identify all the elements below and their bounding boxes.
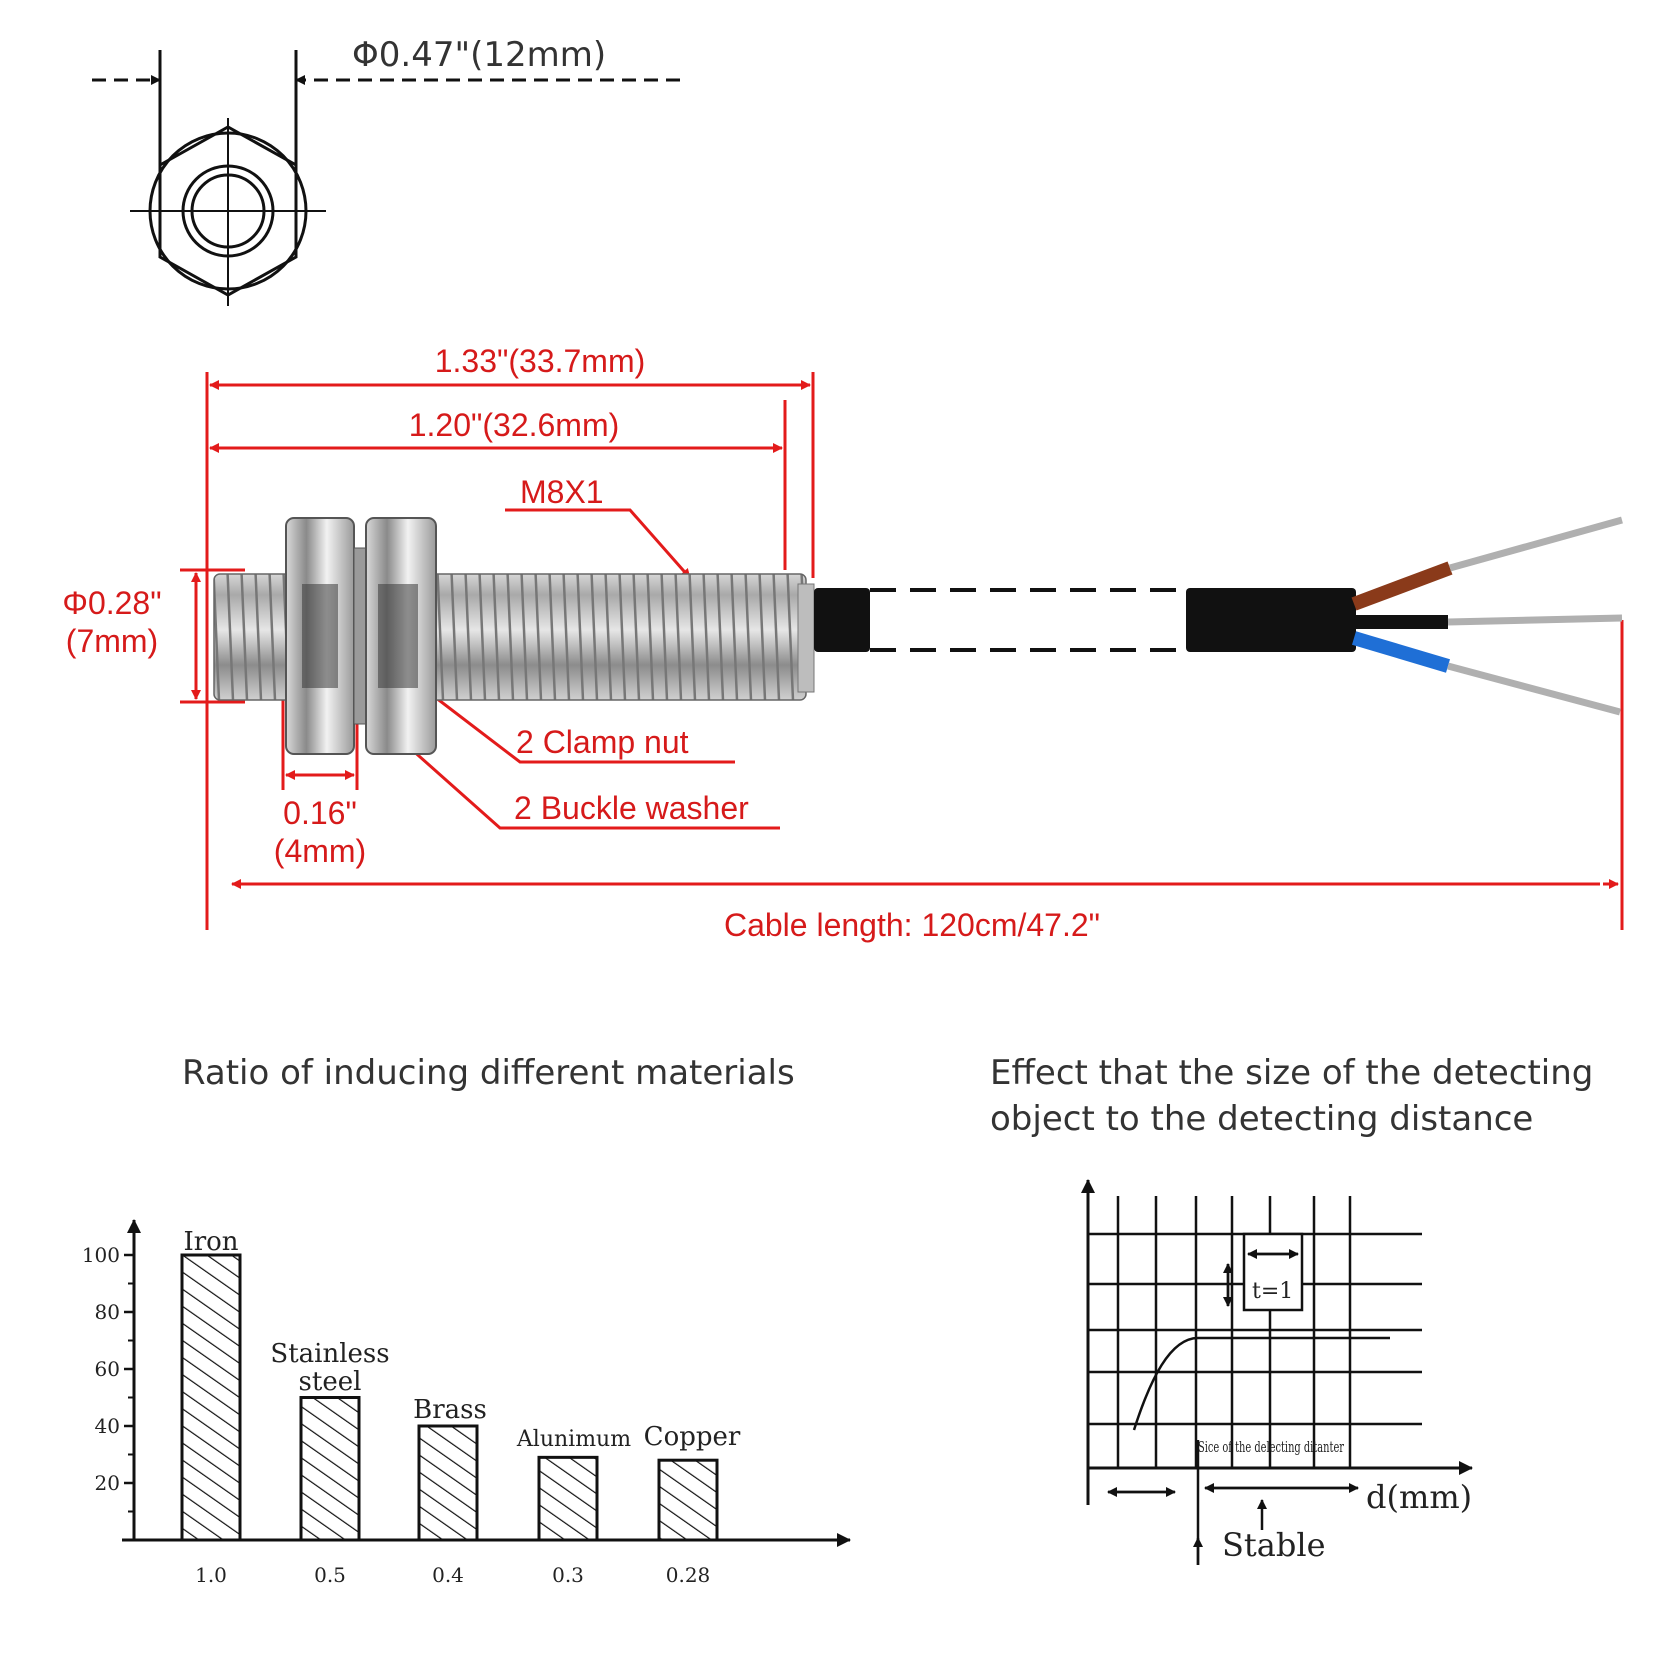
box-t-label: t=1 bbox=[1252, 1279, 1293, 1304]
graph2-title-line1: Effect that the size of the detecting bbox=[990, 1053, 1593, 1093]
dimension-lines bbox=[180, 372, 1624, 930]
chart-title: Ratio of inducing different materials bbox=[182, 1053, 795, 1093]
y-tick-label: 100 bbox=[82, 1243, 120, 1267]
y-tick-label: 80 bbox=[95, 1300, 120, 1324]
clamp-nut-label: 2 Clamp nut bbox=[516, 724, 689, 760]
bar bbox=[417, 1424, 479, 1542]
bar-category-label: Brass bbox=[413, 1395, 487, 1425]
detection-graph bbox=[1081, 1179, 1473, 1565]
thread-spec-label: M8X1 bbox=[520, 474, 604, 510]
y-tick-label: 20 bbox=[95, 1471, 120, 1495]
nut-thickness-mm-label: (4mm) bbox=[274, 833, 366, 869]
bar-category-label: Copper bbox=[644, 1422, 741, 1452]
x-tick-label: 1.0 bbox=[195, 1563, 227, 1587]
x-axis-label: d(mm) bbox=[1366, 1478, 1472, 1516]
bar-category-label: Iron bbox=[183, 1227, 238, 1257]
head-diameter-label: Φ0.47"(12mm) bbox=[352, 35, 606, 75]
overall-length-label: 1.33"(33.7mm) bbox=[435, 343, 646, 379]
y-tick-label: 60 bbox=[95, 1357, 120, 1381]
body-diameter-mm-label: (7mm) bbox=[66, 623, 158, 659]
x-tick-label: 0.3 bbox=[552, 1563, 584, 1587]
bar-category-label: Stainless bbox=[270, 1339, 389, 1369]
brown-wire bbox=[1351, 561, 1453, 611]
bar-category-label: steel bbox=[299, 1367, 362, 1397]
x-tick-label: 0.4 bbox=[432, 1563, 464, 1587]
buckle-washer bbox=[353, 547, 367, 725]
bar bbox=[299, 1396, 361, 1542]
graph2-title-line2: object to the detecting distance bbox=[990, 1099, 1533, 1139]
bar bbox=[657, 1458, 719, 1542]
thread-length-label: 1.20"(32.6mm) bbox=[409, 407, 620, 443]
y-tick-label: 40 bbox=[95, 1414, 120, 1438]
bar bbox=[180, 1253, 242, 1542]
cable bbox=[814, 516, 1623, 716]
bar bbox=[537, 1455, 599, 1542]
top-view bbox=[92, 50, 680, 306]
nut-thickness-in-label: 0.16" bbox=[283, 795, 357, 831]
cable-length-label: Cable length: 120cm/47.2" bbox=[724, 907, 1100, 943]
buckle-washer-label: 2 Buckle washer bbox=[514, 790, 749, 826]
body-diameter-in-label: Φ0.28" bbox=[62, 585, 161, 621]
sensor-body bbox=[213, 517, 815, 755]
x-tick-label: 0.28 bbox=[666, 1563, 711, 1587]
stable-label: Stable bbox=[1222, 1526, 1326, 1564]
inner-size-label: Sice of the delecting ditanter bbox=[1198, 1438, 1345, 1456]
x-tick-label: 0.5 bbox=[314, 1563, 346, 1587]
material-ratio-chart: 20 40 60 80 100 1.0 0.5 0.4 0.3 0.28 IronStainles… bbox=[82, 1219, 851, 1587]
bar-category-label: Alunimum bbox=[516, 1427, 631, 1452]
blue-wire bbox=[1352, 631, 1450, 673]
